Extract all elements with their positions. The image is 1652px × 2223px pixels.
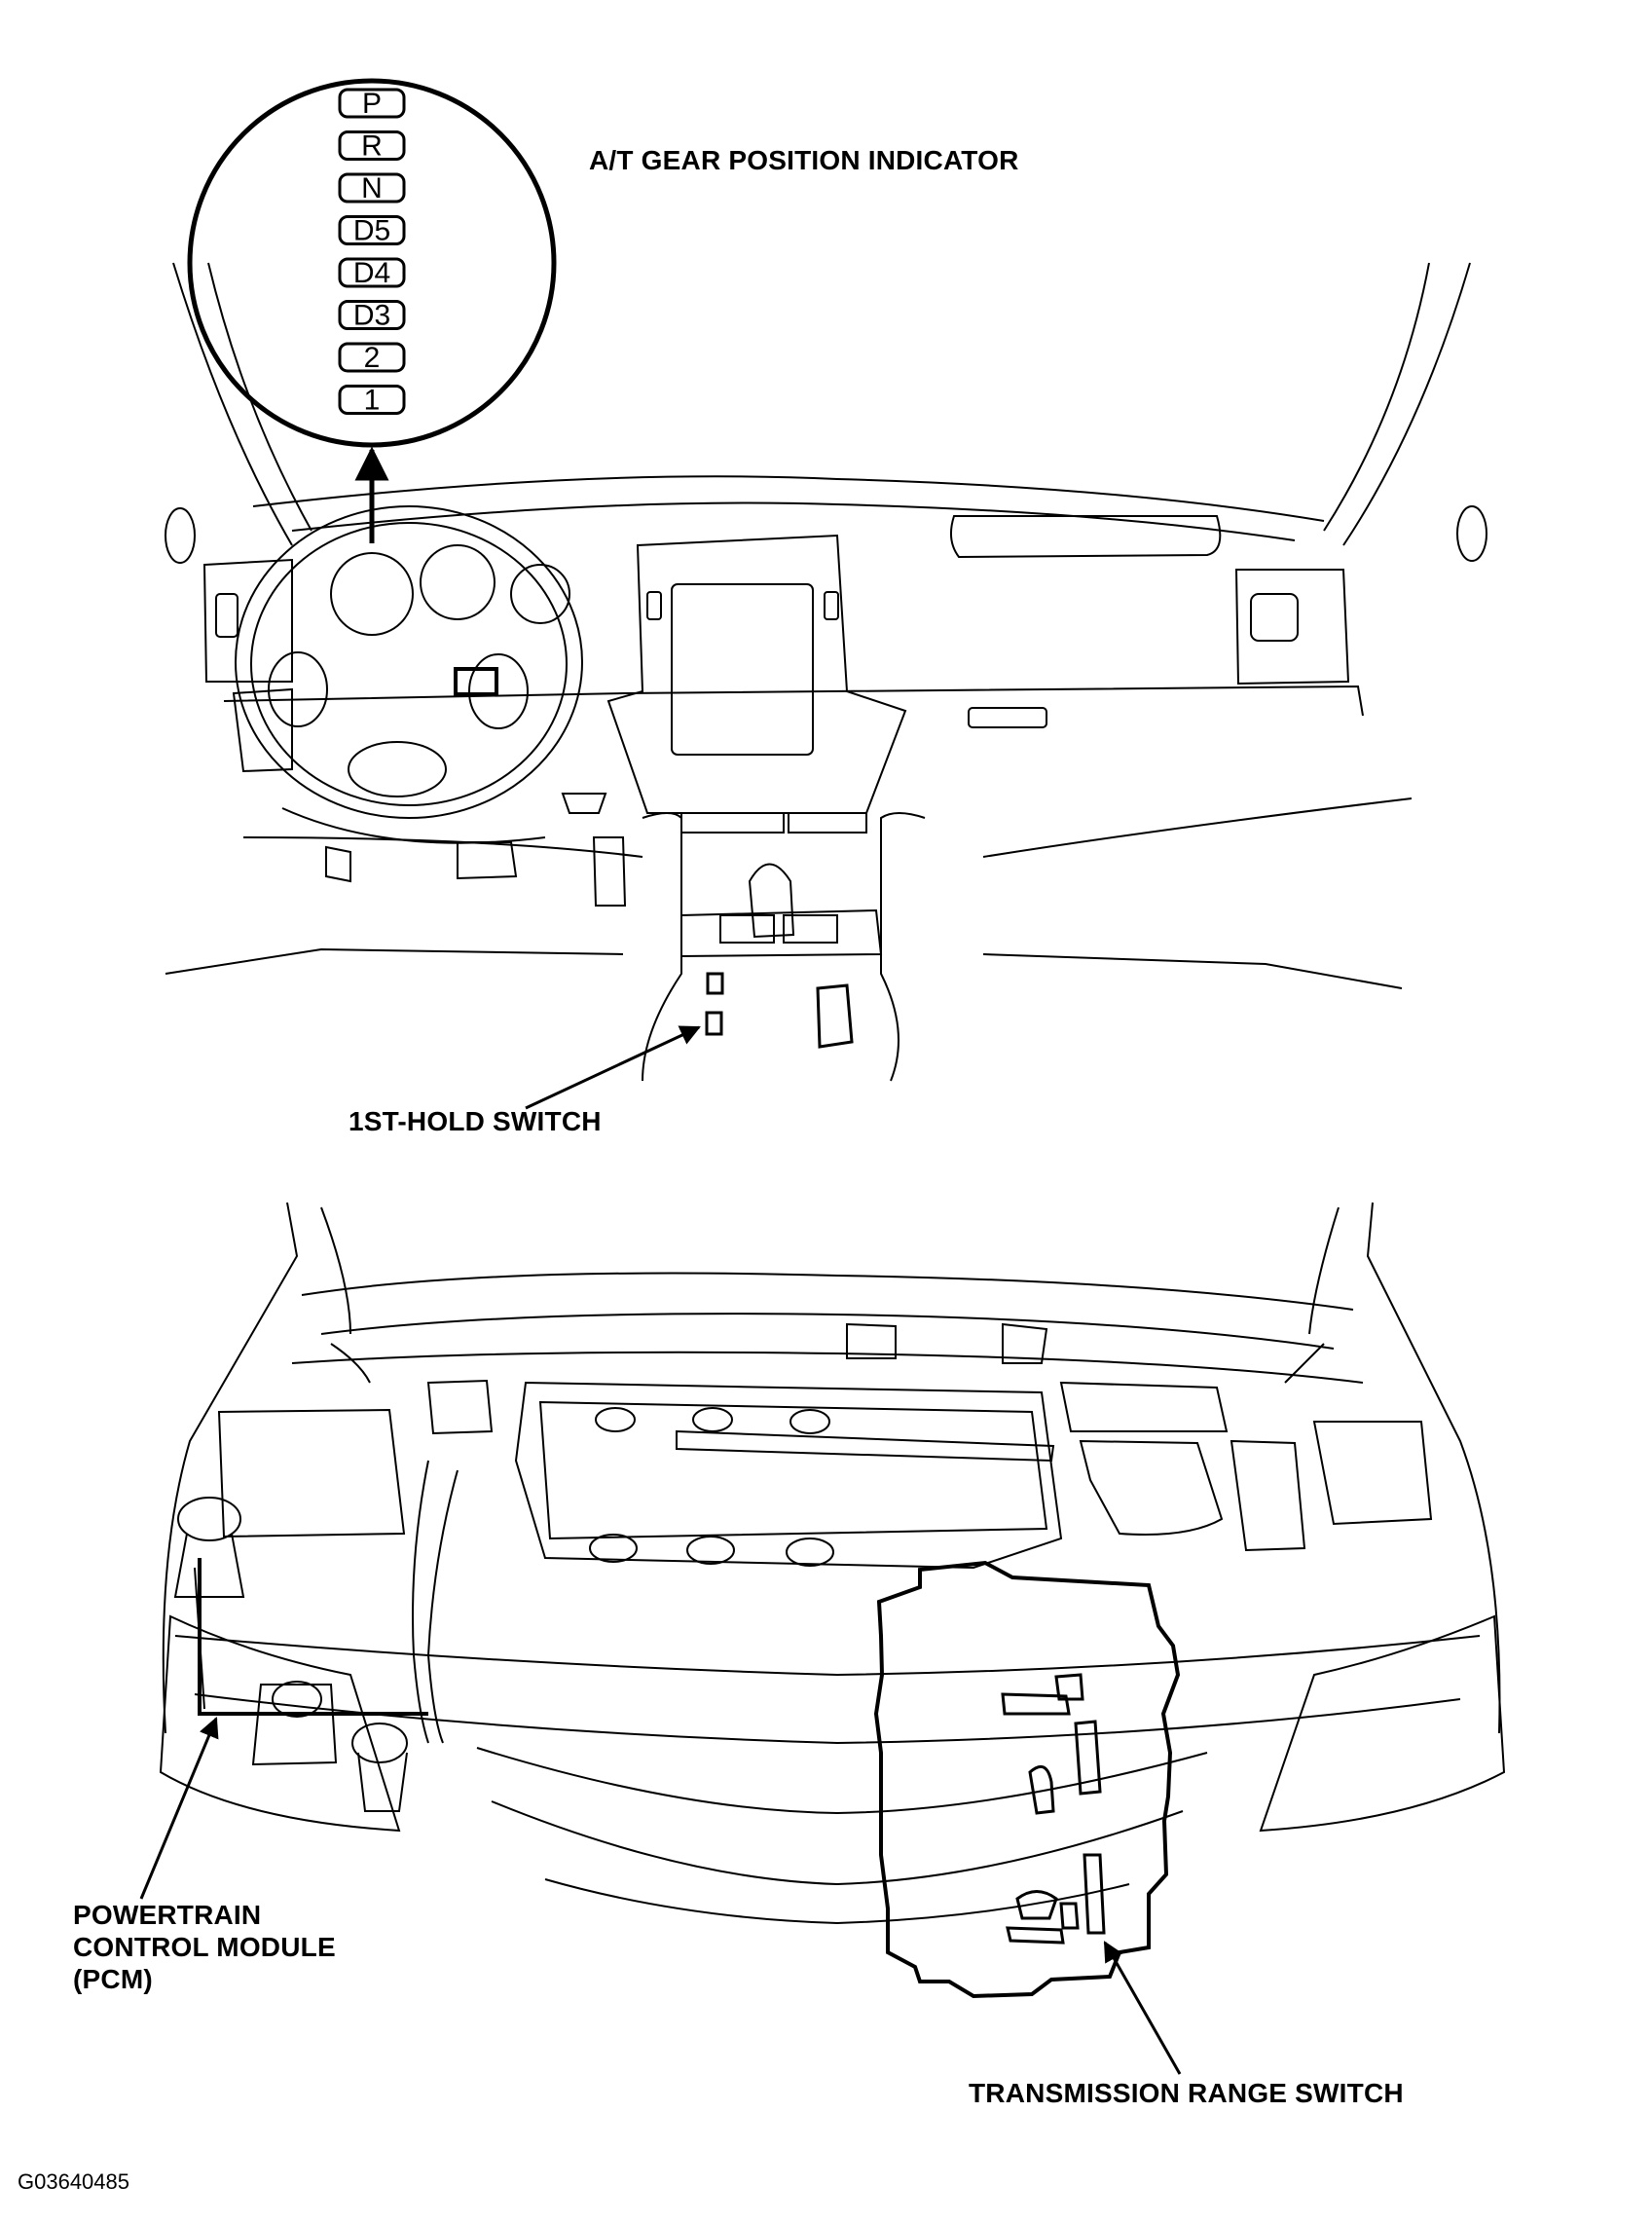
hold-switch-pointer [525,1025,701,1110]
gear-position-label: P [362,88,382,120]
gear-position-d5: D5 [338,215,406,247]
gear-indicator-magnifier [187,78,557,448]
gear-position-label: 1 [364,385,381,417]
pcm-pointer [139,1717,219,1900]
dashboard-illustration [165,262,1487,1082]
gear-position-r: R [338,130,406,163]
gear-position-label: D4 [353,257,390,289]
engine-bay-illustration [159,1202,1506,1999]
gear-position-label: D5 [353,215,390,247]
gear-position-1: 1 [338,385,406,417]
gear-indicator-label: A/T GEAR POSITION INDICATOR [589,145,1019,175]
gear-position-d4: D4 [338,257,406,289]
pcm-label-line2: CONTROL MODULE [73,1932,336,1962]
gear-position-p: P [338,88,406,120]
gear-position-label: D3 [353,300,390,332]
pcm-label-line3: (PCM) [73,1964,153,1994]
pcm-label-line1: POWERTRAIN [73,1900,262,1930]
range-switch-pointer [1103,1941,1182,2075]
gear-position-label: 2 [364,342,381,374]
gear-position-d3: D3 [338,300,406,332]
range-switch-label: TRANSMISSION RANGE SWITCH [969,2078,1404,2108]
gear-position-2: 2 [338,342,406,374]
gear-position-label: N [361,172,383,204]
gear-position-label: R [361,130,383,163]
gear-position-n: N [338,172,406,204]
figure-id: G03640485 [18,2169,129,2194]
hold-switch-label: 1ST-HOLD SWITCH [349,1106,602,1136]
